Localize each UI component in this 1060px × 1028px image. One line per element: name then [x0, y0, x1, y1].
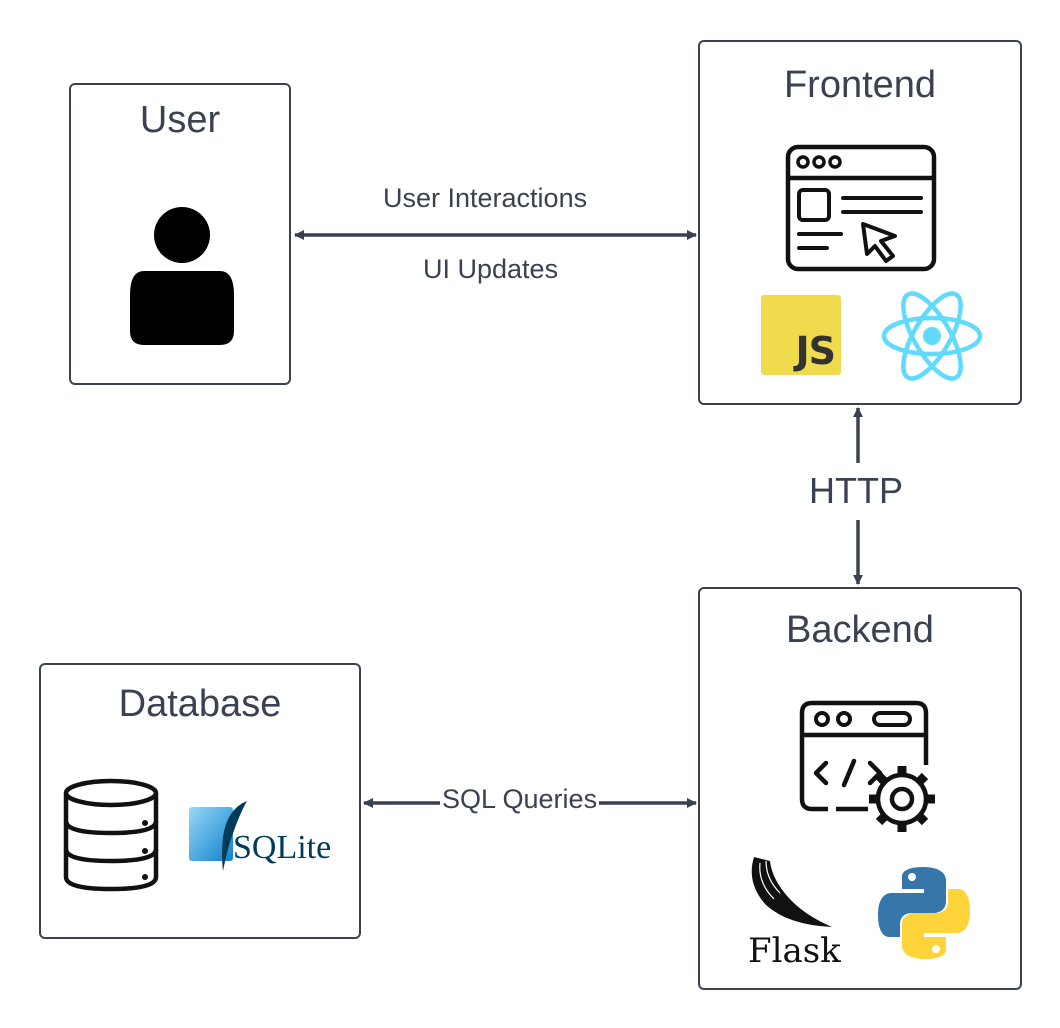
ui-updates-label: UI Updates — [423, 254, 559, 284]
database-icon — [63, 778, 159, 892]
http-label: HTTP — [807, 470, 905, 512]
database-node: Database SQLite — [39, 663, 361, 939]
browser-window-icon — [785, 144, 937, 272]
user-interactions-label: User Interactions — [383, 183, 588, 213]
frontend-title: Frontend — [783, 64, 937, 106]
flask-horn-icon — [751, 857, 832, 927]
javascript-logo-text: JS — [795, 329, 836, 373]
sqlite-logo: SQLite — [187, 801, 347, 873]
flask-wordmark: Flask — [748, 931, 841, 971]
user-node: User — [69, 83, 291, 385]
frontend-node: Frontend JS — [698, 40, 1022, 405]
sqlite-feather-icon — [189, 801, 247, 871]
sql-queries-label: SQL Queries — [440, 784, 600, 815]
backend-title: Backend — [786, 609, 934, 651]
javascript-logo: JS — [761, 295, 841, 375]
python-logo — [878, 867, 970, 959]
react-logo — [881, 291, 983, 381]
person-icon — [130, 207, 234, 345]
sqlite-wordmark: SQLite — [233, 829, 332, 866]
code-settings-icon — [799, 700, 935, 832]
backend-node: Backend — [698, 587, 1022, 990]
database-title: Database — [118, 683, 282, 725]
user-title: User — [139, 99, 221, 141]
flask-logo: Flask — [744, 853, 844, 973]
